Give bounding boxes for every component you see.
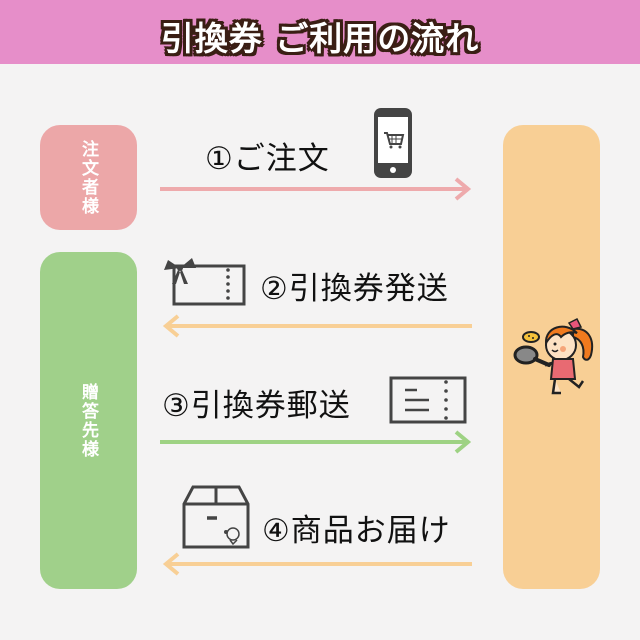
cardboard-box-icon xyxy=(182,485,250,549)
step-1-label: ①ご注文 xyxy=(205,133,330,178)
step-3-number: ③ xyxy=(162,388,191,424)
page-title: 引換券 ご利用の流れ xyxy=(160,19,480,58)
recipient-label: 贈答先様 xyxy=(78,382,98,459)
step-4-number: ④ xyxy=(262,513,291,549)
header-banner: 引換券 ご利用の流れ xyxy=(0,0,640,64)
step-3-text: 引換券郵送 xyxy=(190,388,351,424)
girl-cooking-mascot-icon xyxy=(513,317,593,395)
shop-box xyxy=(503,125,600,589)
step-4-arrow-left xyxy=(162,552,472,576)
smartphone-cart-icon xyxy=(374,108,412,178)
recipient-box: 贈答先様 xyxy=(40,252,137,589)
step-4-label: ④商品お届け xyxy=(262,505,451,550)
step-4-text: 商品お届け xyxy=(290,513,451,549)
step-1-text: ご注文 xyxy=(233,141,330,177)
step-2-label: ②引換券発送 xyxy=(260,263,449,308)
step-1-number: ① xyxy=(205,141,234,177)
ticket-icon xyxy=(389,376,467,424)
step-2-text: 引換券発送 xyxy=(288,271,449,307)
step-3-label: ③引換券郵送 xyxy=(162,380,351,425)
orderer-label: 注文者様 xyxy=(78,139,98,216)
step-2-number: ② xyxy=(260,271,289,307)
step-2-arrow-left xyxy=(162,314,472,338)
step-1-arrow-right xyxy=(160,177,472,201)
step-3-arrow-right xyxy=(160,430,472,454)
gift-ticket-icon xyxy=(164,258,246,306)
orderer-box: 注文者様 xyxy=(40,125,137,230)
